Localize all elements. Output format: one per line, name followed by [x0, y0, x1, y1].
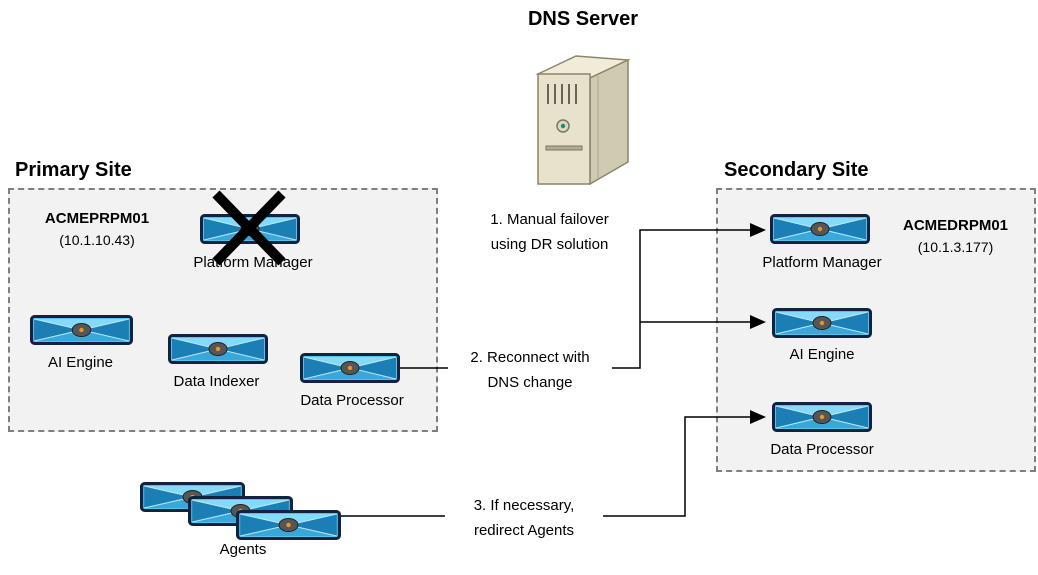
- appliance-icon-ai-engine-primary: [30, 315, 133, 345]
- step2-line1: 2. Reconnect with: [470, 349, 590, 366]
- step1-annotation: 1. Manual failover using DR solution: [462, 207, 637, 257]
- x-mark-icon: [208, 190, 290, 266]
- step3-annotation: 3. If necessary, redirect Agents: [445, 493, 603, 543]
- step1-line2: using DR solution: [490, 236, 609, 253]
- step2-line2: DNS change: [487, 374, 573, 391]
- secondary-site-box: [716, 188, 1036, 472]
- server-tower-icon: [516, 46, 641, 186]
- secondary-data-processor-label: Data Processor: [770, 441, 874, 458]
- secondary-site-title: Secondary Site: [724, 159, 869, 181]
- appliance-icon-ai-engine-secondary: [772, 308, 872, 338]
- secondary-platform-manager-label: Platform Manager: [762, 254, 882, 271]
- secondary-hostname: ACMEDRPM01: [902, 217, 1008, 234]
- secondary-ai-engine-label: AI Engine: [789, 346, 855, 363]
- primary-ip: (10.1.10.43): [59, 232, 135, 248]
- appliance-icon-platform-manager-secondary: [770, 214, 870, 244]
- appliance-icon-agent-3: [236, 510, 341, 540]
- primary-site-title: Primary Site: [15, 159, 132, 181]
- step3-line2: redirect Agents: [473, 522, 575, 539]
- agents-label: Agents: [219, 541, 267, 558]
- primary-ai-engine-label: AI Engine: [47, 354, 114, 371]
- dns-server-label: DNS Server: [527, 8, 639, 30]
- appliance-icon-data-processor-secondary: [772, 402, 872, 432]
- step1-line1: 1. Manual failover: [490, 211, 609, 228]
- step2-annotation: 2. Reconnect with DNS change: [448, 345, 612, 395]
- primary-data-indexer-label: Data Indexer: [173, 373, 260, 390]
- appliance-icon-data-processor-primary: [300, 353, 400, 383]
- appliance-icon-data-indexer-primary: [168, 334, 268, 364]
- step3-line1: 3. If necessary,: [473, 497, 575, 514]
- primary-hostname: ACMEPRPM01: [44, 210, 150, 227]
- secondary-ip: (10.1.3.177): [917, 239, 994, 255]
- primary-data-processor-label: Data Processor: [300, 392, 404, 409]
